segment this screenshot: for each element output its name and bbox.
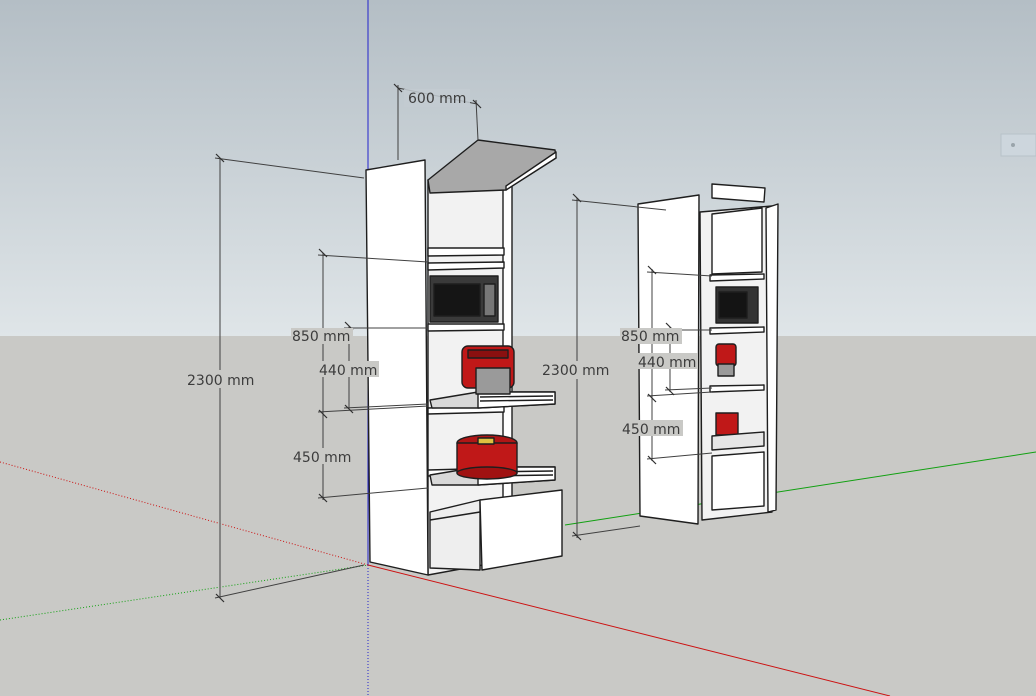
left-shelf-2 bbox=[427, 261, 505, 271]
right-microwave bbox=[715, 286, 759, 324]
right-cabinet-post bbox=[765, 203, 779, 513]
right-cabinet-top-piece bbox=[711, 183, 766, 203]
red-axis-dotted bbox=[0, 461, 369, 566]
drawer-front bbox=[479, 489, 563, 571]
red-axis bbox=[367, 564, 891, 696]
dim-left-450: 450 mm bbox=[293, 450, 351, 466]
dim-right-2300: 2300 mm bbox=[542, 363, 609, 379]
dim-right-450: 450 mm bbox=[622, 422, 680, 438]
rice-cooker bbox=[456, 434, 518, 480]
right-cabinet-upper-door bbox=[711, 207, 763, 275]
dim-left-2300: 2300 mm bbox=[187, 373, 254, 389]
dim-left-850: 850 mm bbox=[292, 329, 350, 345]
left-cabinet[interactable] bbox=[365, 139, 563, 576]
dim-600: 600 mm bbox=[408, 91, 466, 107]
green-axis-dotted bbox=[0, 564, 369, 621]
microwave bbox=[429, 275, 499, 323]
dim-right-440: 440 mm bbox=[638, 355, 696, 371]
left-shelf-1 bbox=[427, 247, 505, 257]
left-cabinet-side bbox=[365, 159, 429, 576]
side-panel-tab[interactable] bbox=[1000, 133, 1036, 157]
right-rice-cooker bbox=[715, 412, 739, 436]
left-shelf-3 bbox=[427, 323, 505, 332]
dimension-labels: 600 mm 2300 mm 850 mm 440 mm 450 mm 2300… bbox=[185, 89, 698, 466]
bottom-drawer bbox=[429, 489, 563, 571]
side-panel-tab-dot bbox=[1011, 143, 1015, 147]
dim-right-850: 850 mm bbox=[621, 329, 679, 345]
right-toaster bbox=[715, 343, 737, 377]
right-cabinet-lower-door bbox=[711, 451, 765, 511]
toaster bbox=[461, 345, 515, 395]
dimension-lines bbox=[214, 85, 713, 599]
dimension-ticks bbox=[215, 83, 675, 603]
dim-left-440: 440 mm bbox=[319, 363, 377, 379]
